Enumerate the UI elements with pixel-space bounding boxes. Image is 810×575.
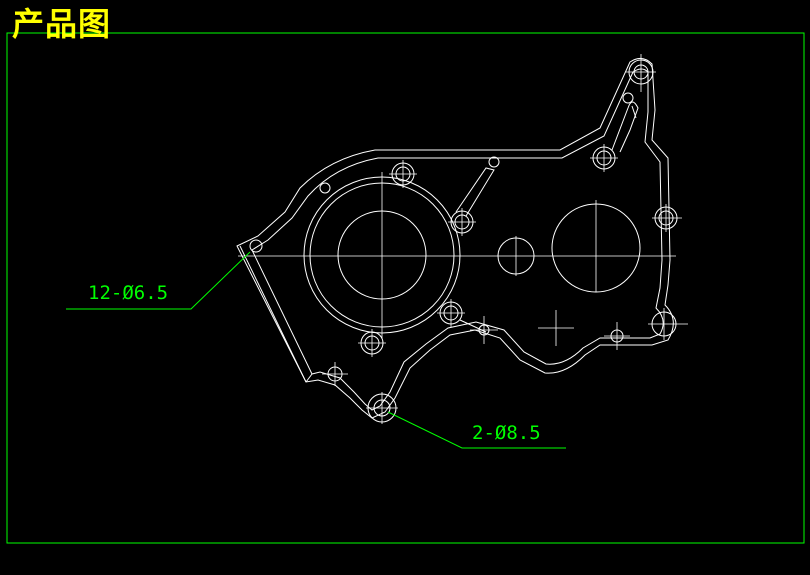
large-hole-callout: 2-Ø8.5 <box>472 422 541 444</box>
dimension-leaders <box>66 251 566 449</box>
small-hole-callout: 12-Ø6.5 <box>88 282 169 304</box>
drawing-frame <box>6 32 805 544</box>
drawing-title: 产品图 <box>12 5 112 43</box>
center-lines <box>238 54 688 424</box>
small-holes <box>249 59 678 382</box>
part-outline <box>236 58 674 419</box>
